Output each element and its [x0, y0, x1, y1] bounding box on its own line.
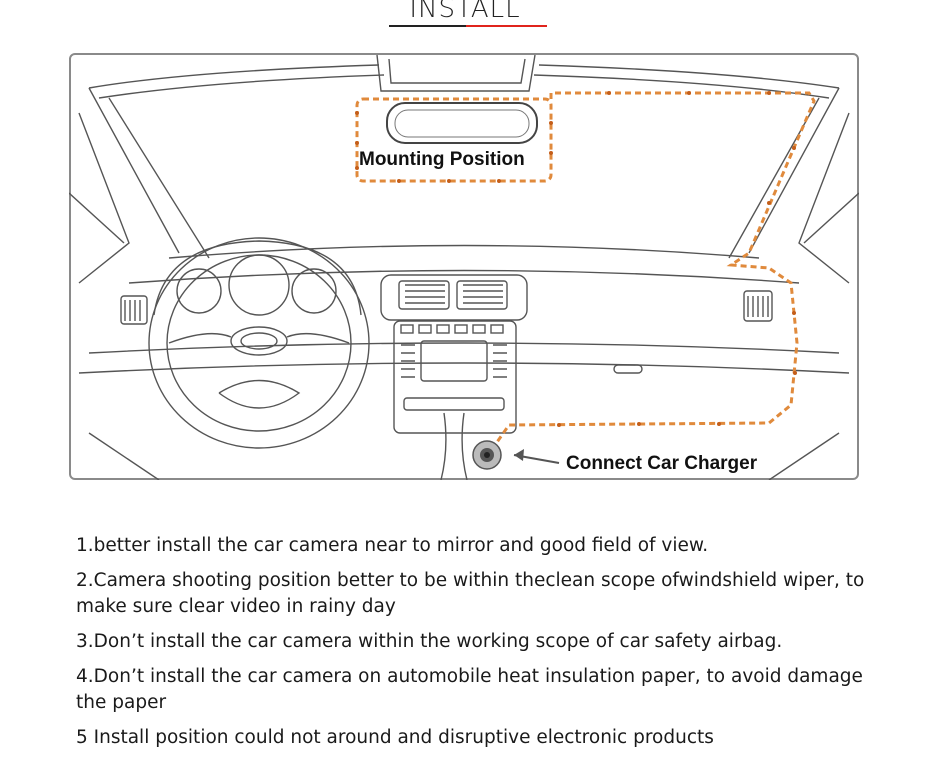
- instruction-item-2: 2.Camera shooting position better to be …: [76, 570, 865, 617]
- instruction-list: 1.better install the car camera near to …: [76, 533, 876, 760]
- instruction-item-3: 3.Don’t install the car camera within th…: [76, 631, 783, 652]
- instruction-item-5: 5 Install position could not around and …: [76, 727, 714, 748]
- connect-charger-label: Connect Car Charger: [566, 453, 758, 474]
- instruction-item-4: 4.Don’t install the car camera on automo…: [76, 666, 863, 713]
- mounting-position-label: Mounting Position: [359, 149, 525, 170]
- title-underline-accent: [466, 25, 547, 27]
- installation-diagram: Mounting Position Connect Car Charger: [69, 53, 859, 480]
- page-title: INSTALL: [409, 0, 521, 24]
- instruction-item-1: 1.better install the car camera near to …: [76, 535, 709, 556]
